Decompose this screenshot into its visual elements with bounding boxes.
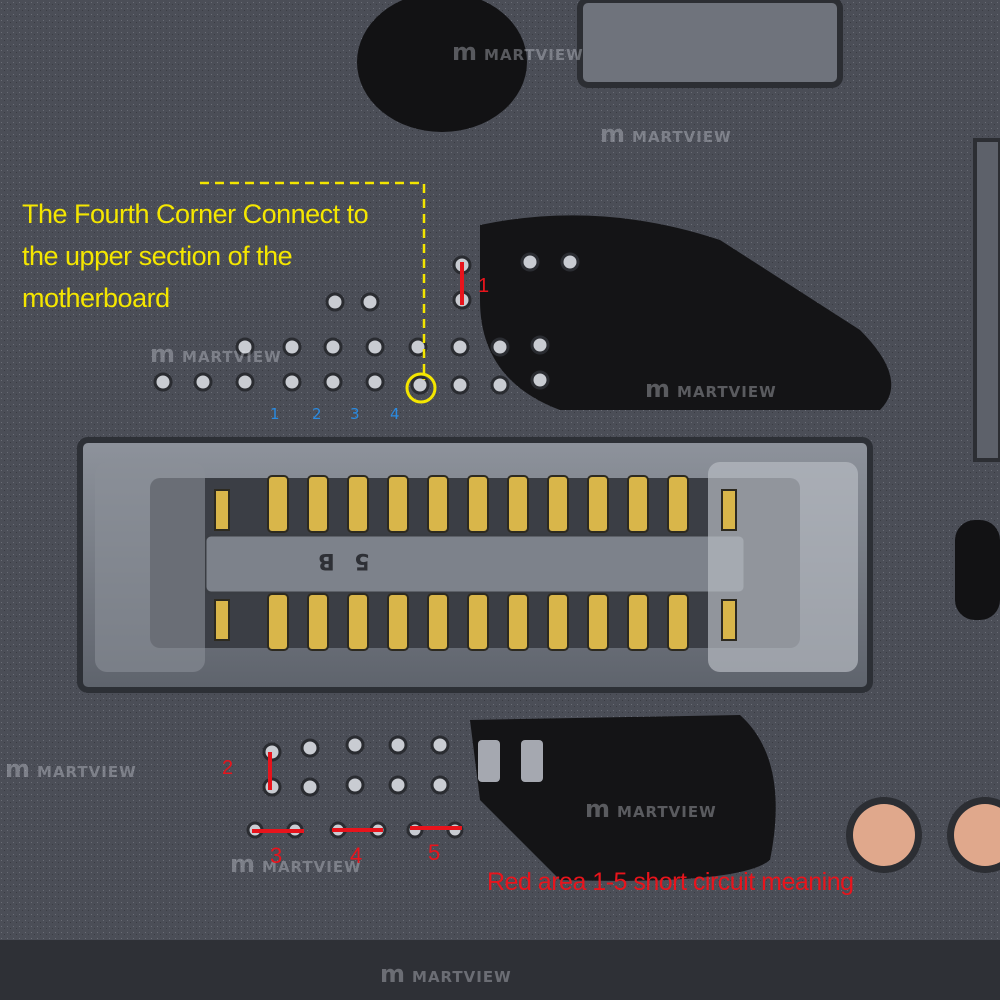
gold-pin [507,475,529,533]
gold-pin [587,475,609,533]
fourth-corner-circle [405,372,437,404]
black-component-right [955,520,1000,620]
gold-pin [547,475,569,533]
copper-pad [853,804,915,866]
gold-pin [667,593,689,651]
side-component [973,138,1000,462]
connector-marking: 5 B [312,548,370,573]
capacitor [478,740,500,782]
short-markers [252,262,464,833]
gold-pin [427,475,449,533]
gold-pin [267,593,289,651]
board-to-board-connector [77,437,873,693]
gold-pin [427,593,449,651]
gold-pin [627,593,649,651]
board-edge [0,940,1000,1000]
corner-note: The Fourth Corner Connect to the upper s… [22,193,369,319]
gold-pin [387,475,409,533]
gold-pin [307,475,329,533]
pin-label-1: 1 [270,405,280,423]
gold-pin [214,599,230,641]
corner-note-line: the upper section of the [22,241,293,271]
solder-pads-top [153,252,580,395]
gold-pin [214,489,230,531]
gold-pin [721,599,737,641]
gold-pin [267,475,289,533]
corner-note-line: motherboard [22,283,170,313]
gold-pin [587,593,609,651]
gold-pin [467,593,489,651]
gold-pin [721,489,737,531]
top-connector [577,0,843,88]
gold-pin [667,475,689,533]
short-label-4: 4 [350,843,363,868]
gold-pin [347,593,369,651]
short-label-3: 3 [270,843,283,868]
gold-pin [627,475,649,533]
corner-note-line: The Fourth Corner Connect to [22,199,369,229]
gold-pin [387,593,409,651]
gold-pins [214,475,737,651]
short-label-5: 5 [428,840,441,865]
black-epoxy-right [480,215,892,410]
solder-pads-bottom [246,735,464,839]
black-epoxy-bottom [470,715,776,881]
pin-label-2: 2 [312,405,322,423]
gold-pin [547,593,569,651]
gold-pin [467,475,489,533]
capacitor [521,740,543,782]
short-label-1: 1 [478,275,490,297]
pin-label-3: 3 [350,405,360,423]
gold-pin [307,593,329,651]
black-epoxy-top [357,0,527,132]
gold-pin [507,593,529,651]
gold-pin [347,475,369,533]
copper-pad [954,804,1000,866]
pin-label-4: 4 [390,405,400,423]
short-legend: Red area 1-5 short circuit meaning [487,868,854,896]
short-label-2: 2 [222,757,234,779]
